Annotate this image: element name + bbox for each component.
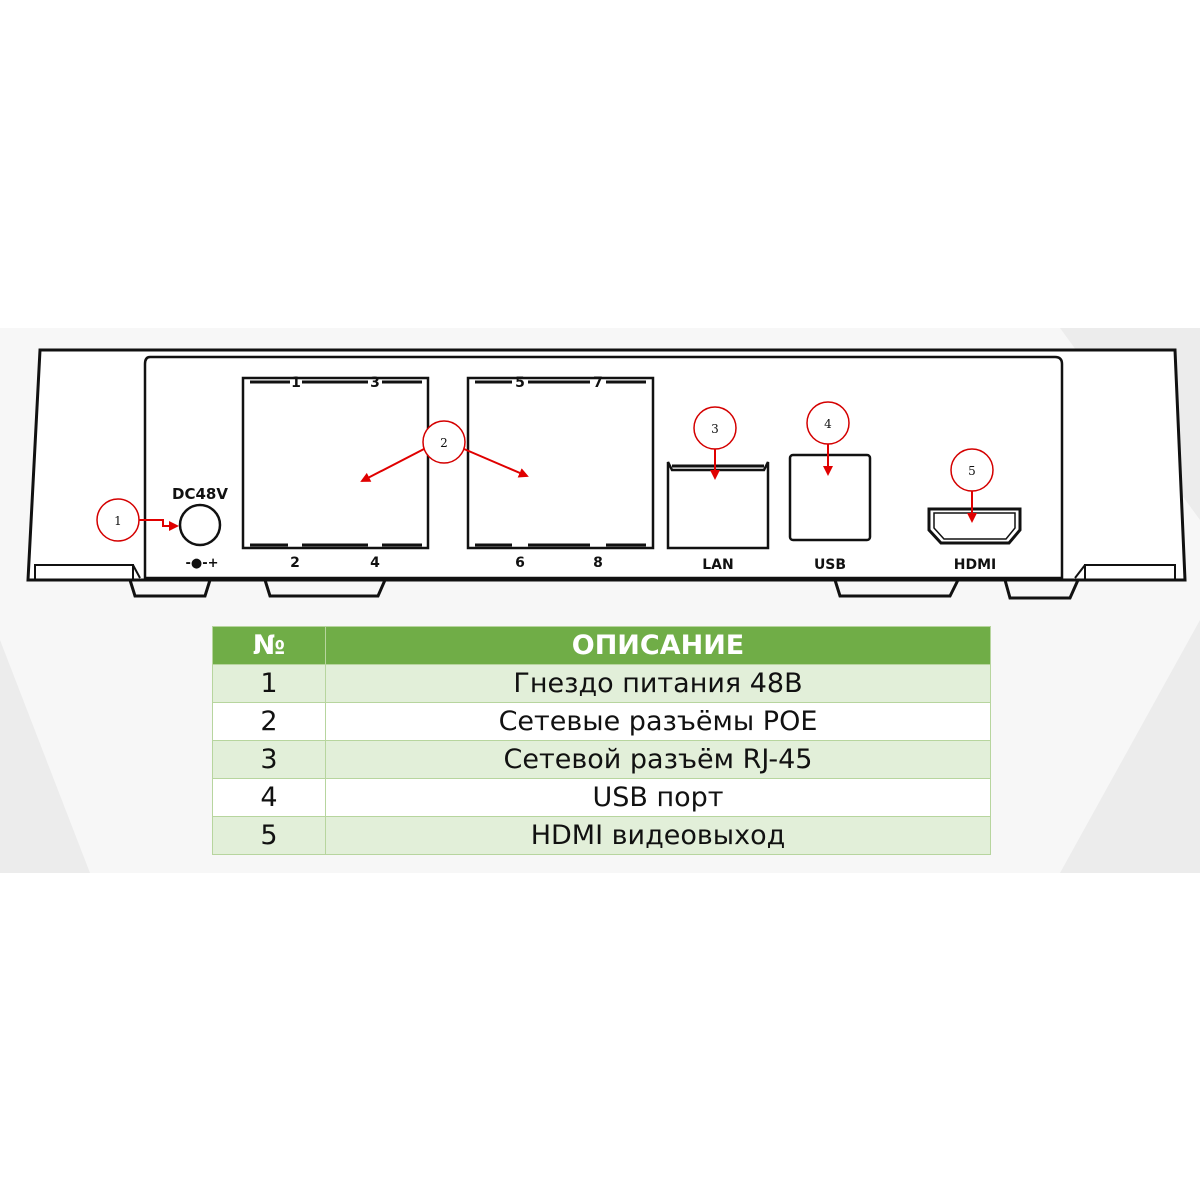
row-number: 2 [212,702,326,741]
poe-label-1: 1 [291,375,301,391]
description-table: № ОПИСАНИЕ 1 Гнездо питания 48В 2 Сетевы… [212,626,991,855]
poe-label-4: 4 [370,555,380,571]
row-description: Гнездо питания 48В [325,664,991,703]
row-number: 5 [212,816,326,855]
table-row: 1 Гнездо питания 48В [212,664,991,703]
table-header-row: № ОПИСАНИЕ [212,626,991,665]
header-number: № [212,626,326,665]
svg-text:3: 3 [711,422,719,436]
row-number: 3 [212,740,326,779]
callout-5: 5 [950,448,994,523]
usb-label: USB [814,557,846,573]
callout-3: 3 [693,406,737,480]
callout-1: 1 [96,498,179,542]
callout-1-arrow [139,519,179,531]
row-description: HDMI видеовыход [325,816,991,855]
callout-2: 2 [360,420,529,482]
hdmi-label: HDMI [954,557,996,573]
row-description: Сетевые разъёмы POE [325,702,991,741]
callouts: 1 2 3 4 5 [96,401,994,542]
poe-label-7: 7 [593,375,603,391]
table-row: 4 USB порт [212,778,991,817]
power-jack: DC48V -●-+ [172,485,228,571]
table-row: 3 Сетевой разъём RJ-45 [212,740,991,779]
lan-label: LAN [702,557,733,573]
poe-port-block-1: 1 3 2 4 [241,375,430,571]
callout-4: 4 [806,401,850,476]
svg-text:2: 2 [440,436,448,450]
power-jack-socket [178,503,222,547]
svg-text:1: 1 [114,514,122,528]
svg-text:4: 4 [824,417,832,431]
callout-2-arrow-right [463,448,529,478]
callout-2-arrow-left [360,448,425,482]
row-description: USB порт [325,778,991,817]
table-row: 2 Сетевые разъёмы POE [212,702,991,741]
row-number: 4 [212,778,326,817]
table-row: 5 HDMI видеовыход [212,816,991,855]
row-description: Сетевой разъём RJ-45 [325,740,991,779]
hdmi-port: HDMI [927,507,1022,573]
poe-label-3: 3 [370,375,380,391]
poe-label-8: 8 [593,555,603,571]
header-description: ОПИСАНИЕ [325,626,991,665]
poe-label-5: 5 [515,375,525,391]
background-swoosh-right-bottom [1060,620,1200,873]
power-label: DC48V [172,485,228,503]
svg-text:5: 5 [968,464,976,478]
poe-label-2: 2 [290,555,300,571]
usb-port: USB [788,453,872,573]
poe-port-block-2: 5 7 6 8 [466,375,655,571]
row-number: 1 [212,664,326,703]
power-polarity-label: -●-+ [185,556,218,571]
background-swoosh-left [0,640,90,873]
lan-port: LAN [666,461,770,573]
poe-label-6: 6 [515,555,525,571]
